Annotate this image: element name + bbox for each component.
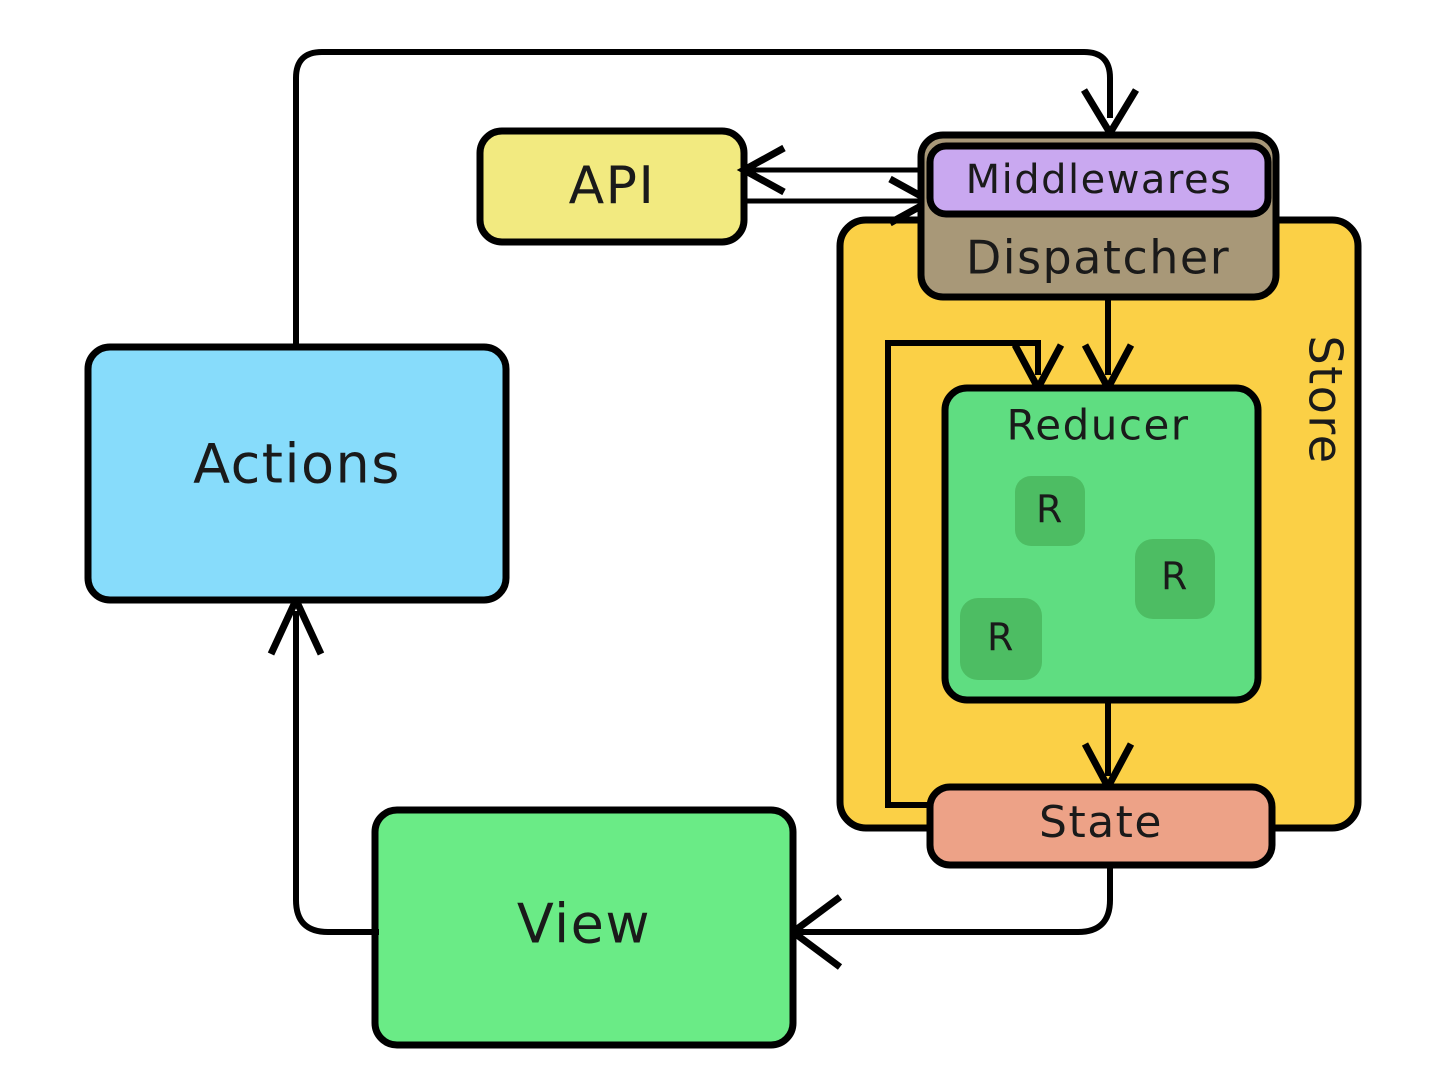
edge-state-to-view-line xyxy=(797,865,1113,935)
state-label: State xyxy=(1039,797,1163,848)
edge-view-to-actions xyxy=(267,591,379,935)
reducer-child-r-2[interactable]: R xyxy=(1135,539,1215,619)
edge-state-to-reducer-loop-line xyxy=(885,340,1041,808)
api-box[interactable] xyxy=(476,127,748,246)
node-dispatcher[interactable]: Dispatcher Middlewares xyxy=(917,131,1280,301)
node-reducer[interactable]: Reducer R R R xyxy=(941,384,1262,704)
node-state[interactable]: State xyxy=(926,783,1276,869)
store-label: Store xyxy=(1299,335,1353,464)
edge-middlewares-to-api-arrowhead xyxy=(736,144,786,196)
reducer-child-box[interactable] xyxy=(1135,539,1215,619)
node-actions[interactable]: Actions xyxy=(84,343,510,604)
reducer-child-r-3[interactable]: R xyxy=(960,598,1042,680)
middlewares-label: Middlewares xyxy=(966,157,1233,203)
edge-state-to-view xyxy=(787,865,1113,970)
node-api[interactable]: API xyxy=(476,127,748,246)
node-view[interactable]: View xyxy=(371,806,797,1049)
reducer-child-r-1[interactable]: R xyxy=(1015,476,1085,546)
reducer-child-label: R xyxy=(1036,488,1064,532)
edge-actions-to-dispatcher-line xyxy=(293,49,1113,347)
reducer-child-box[interactable] xyxy=(960,598,1042,680)
reducer-child-box[interactable] xyxy=(1015,476,1085,546)
middlewares-box[interactable] xyxy=(926,142,1272,218)
reducer-child-label: R xyxy=(1161,555,1189,599)
reducer-label: Reducer xyxy=(1006,401,1189,450)
api-label: API xyxy=(569,156,656,216)
actions-label: Actions xyxy=(193,433,401,496)
state-box[interactable] xyxy=(926,783,1276,869)
edge-view-to-actions-line xyxy=(293,611,379,935)
actions-box[interactable] xyxy=(84,343,510,604)
node-middlewares[interactable]: Middlewares xyxy=(926,142,1272,218)
dispatcher-label: Dispatcher xyxy=(966,231,1230,285)
reducer-child-label: R xyxy=(987,616,1015,660)
view-label: View xyxy=(517,893,651,956)
edge-middlewares-to-api xyxy=(736,144,930,196)
view-box[interactable] xyxy=(371,806,797,1049)
